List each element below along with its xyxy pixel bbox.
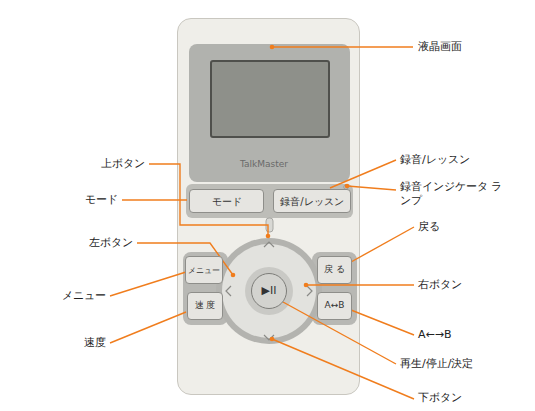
callout-label: 録音インジケータ ランプ: [400, 180, 504, 208]
button-label: ▶II: [262, 285, 277, 297]
callout-label: 液晶画面: [418, 40, 462, 54]
callout-label: 上ボタン: [101, 157, 145, 171]
menu-button: メニュー: [185, 256, 223, 284]
callout-label: 下ボタン: [418, 391, 462, 405]
play-button: ▶II: [251, 273, 287, 309]
button-label: モード: [212, 196, 242, 207]
callout-label: 左ボタン: [89, 236, 133, 250]
button-label: メニュー: [188, 266, 220, 275]
button-label: 戻 る: [324, 265, 345, 275]
callout-label: A←→B: [418, 328, 452, 342]
button-label: A↔B: [325, 301, 345, 311]
callout-label: 再生/停止/決定: [400, 357, 473, 371]
back-button: 戻 る: [317, 256, 352, 284]
callout-label: 速度: [84, 336, 106, 350]
callout-label: モード: [85, 193, 118, 207]
button-label: 録音/レッスン: [280, 196, 343, 207]
callout-label: メニュー: [62, 289, 106, 303]
mode-button: モード: [189, 189, 264, 213]
ab-button: A↔B: [317, 292, 352, 320]
device-body: TalkMaster モード 録音/レッスンメニュー速 度 戻 る A↔B ▶II: [177, 18, 360, 395]
callout-label: 右ボタン: [418, 278, 462, 292]
speed-button: 速 度: [187, 292, 223, 320]
record-button: 録音/レッスン: [273, 189, 351, 213]
button-label: 速 度: [195, 301, 216, 311]
callout-label: 戻る: [418, 220, 440, 234]
callout-label: 録音/レッスン: [400, 153, 470, 167]
brand-name: TalkMaster: [240, 159, 288, 169]
